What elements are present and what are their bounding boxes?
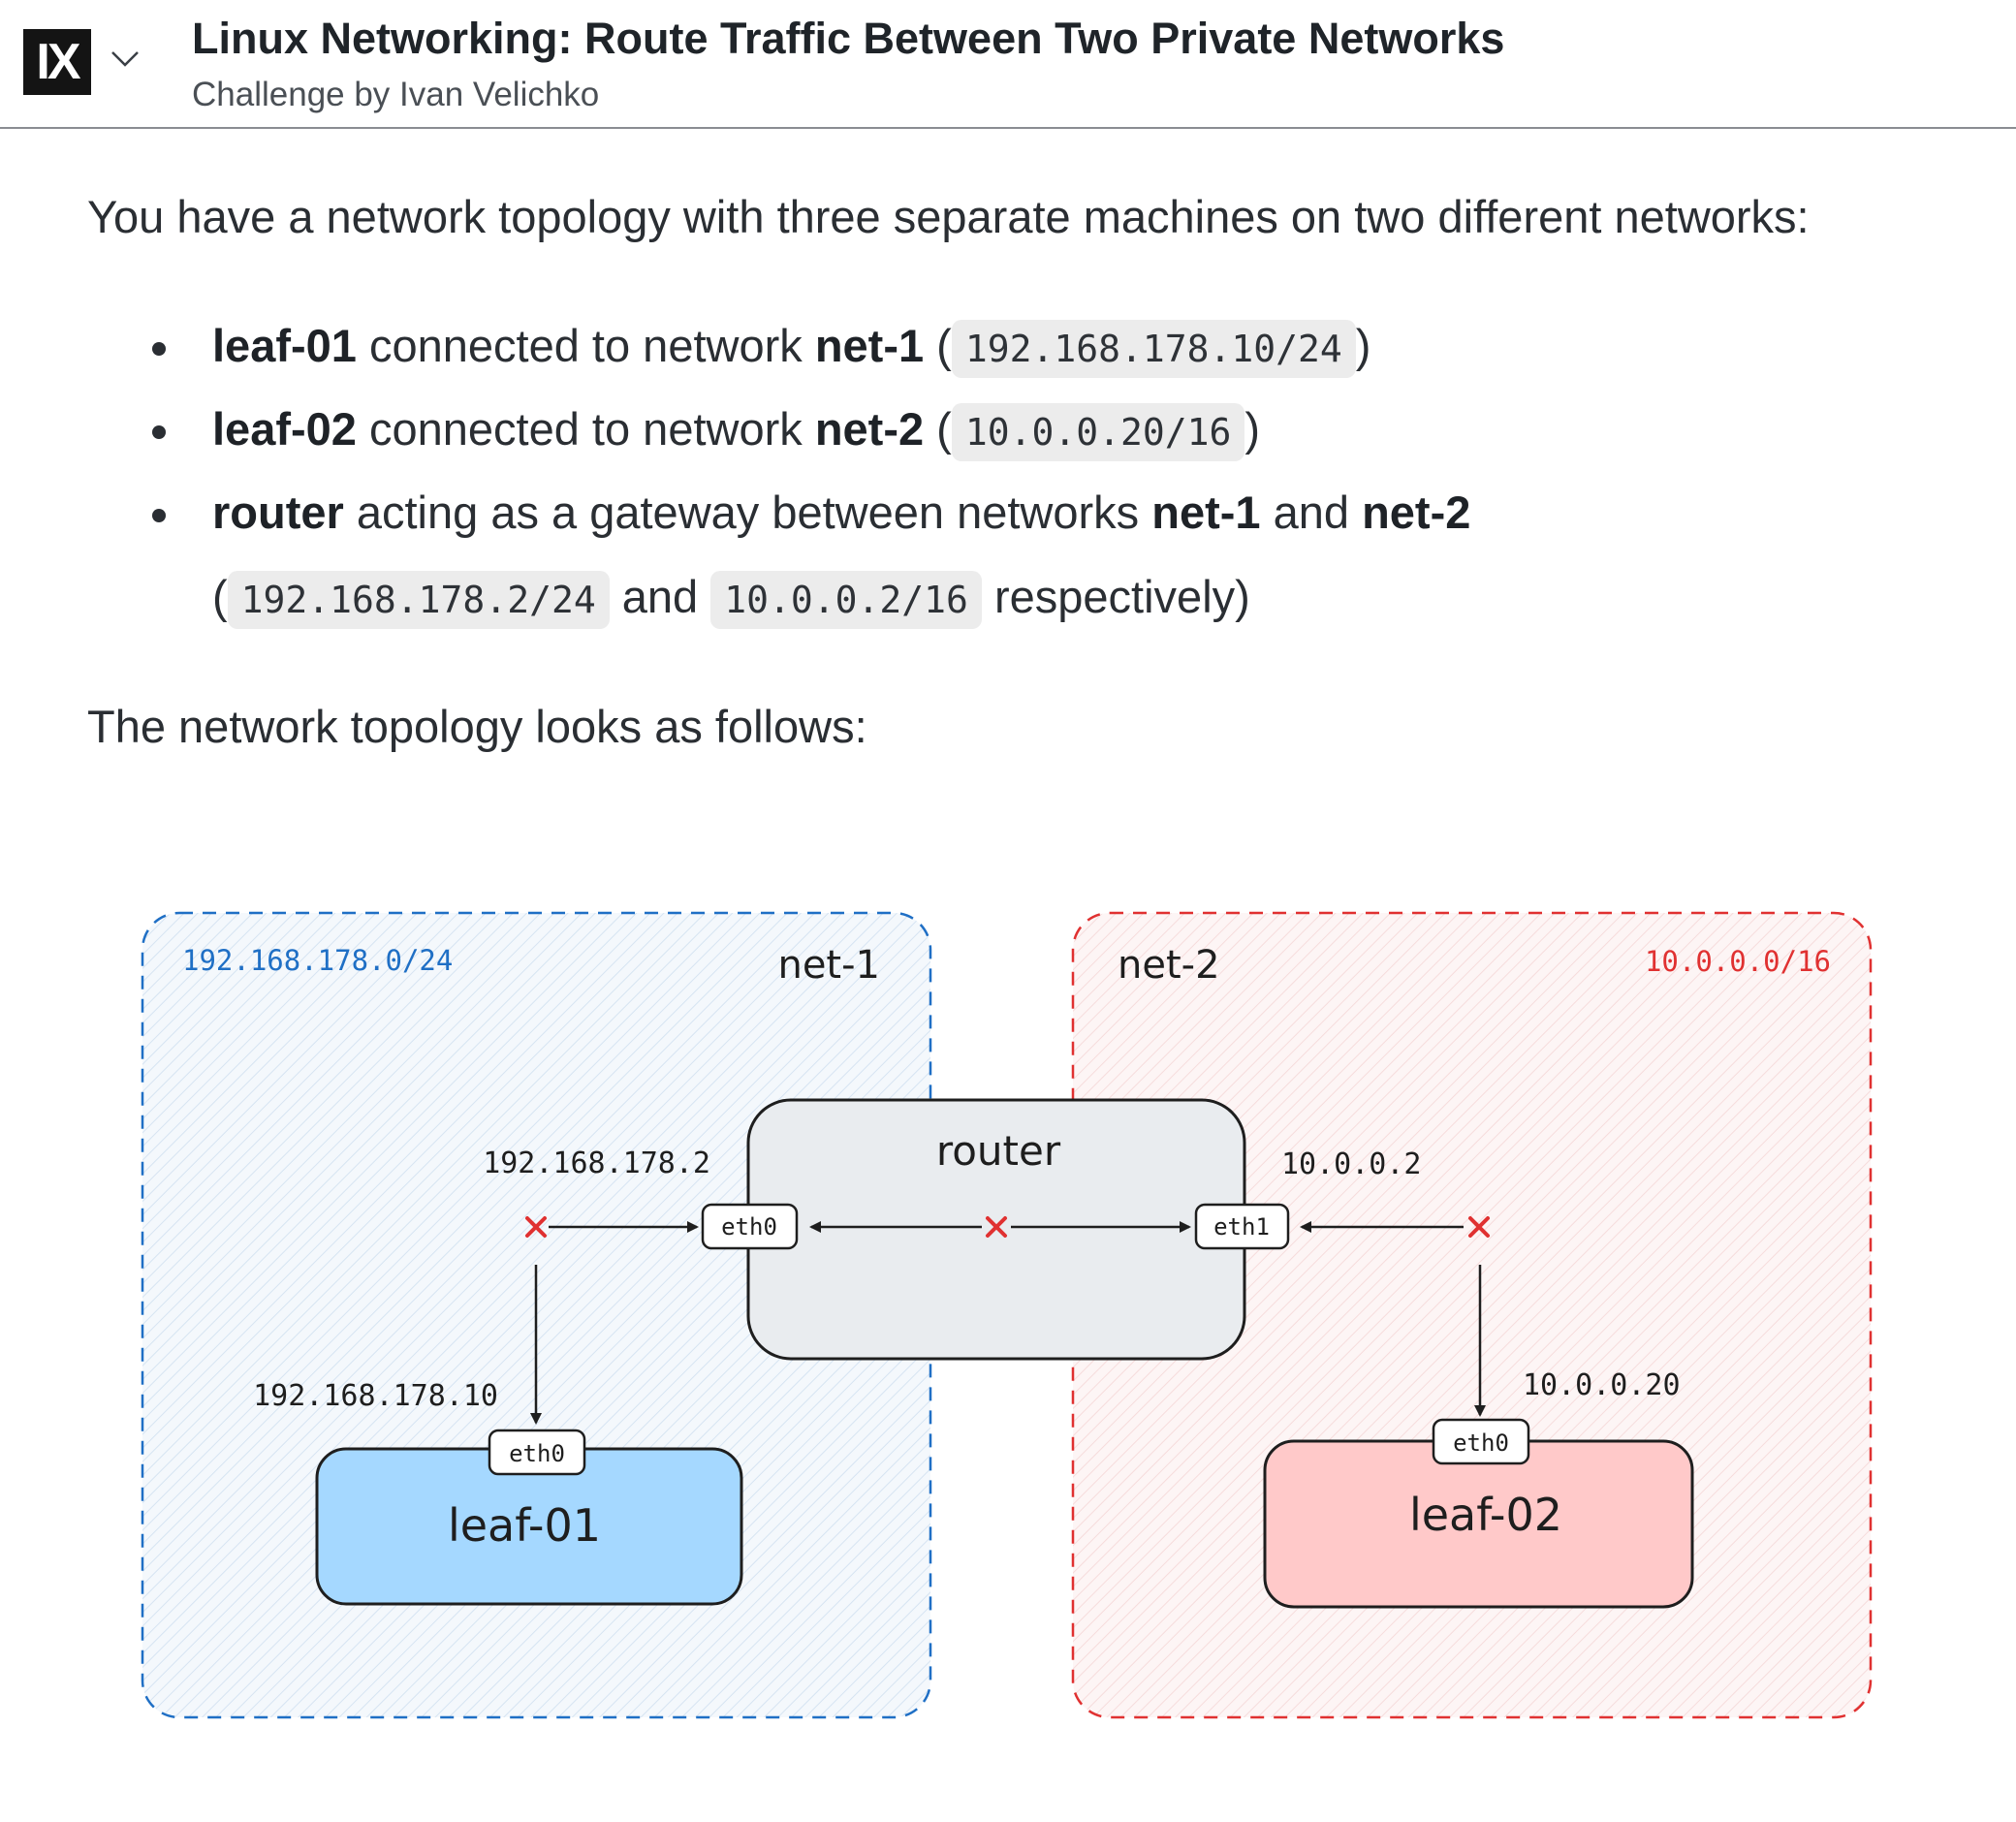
list-item: router acting as a gateway between netwo…: [212, 484, 1470, 542]
network-name: net-2: [1362, 487, 1471, 538]
machine-name: router: [212, 487, 344, 538]
leaf-01-eth0-label: eth0: [509, 1440, 565, 1467]
page-title: Linux Networking: Route Traffic Between …: [192, 14, 1505, 63]
leaf-02-ip: 10.0.0.20: [1523, 1368, 1681, 1402]
leaf-02-label: leaf-02: [1409, 1489, 1562, 1541]
network-name: net-1: [1151, 487, 1261, 538]
cidr-code: 192.168.178.2/24: [227, 571, 610, 629]
router-ip-left: 192.168.178.2: [483, 1147, 710, 1180]
cross-marker-right: [1468, 1216, 1490, 1238]
logo[interactable]: IX: [23, 29, 91, 95]
cidr-code: 192.168.178.10/24: [951, 320, 1356, 378]
net-1-label: net-1: [777, 943, 880, 988]
router-eth1-interface: eth1: [1194, 1203, 1290, 1250]
chevron-down-icon[interactable]: [109, 47, 142, 70]
item-text: respectively): [981, 571, 1250, 622]
and-text: and: [609, 571, 711, 622]
router-ip-right: 10.0.0.2: [1281, 1147, 1422, 1181]
leaf-02-eth0-label: eth0: [1453, 1429, 1509, 1457]
cross-marker-center: [986, 1216, 1007, 1238]
bullet-dot: [152, 342, 166, 356]
router-eth1-label: eth1: [1213, 1213, 1270, 1241]
net-2-label: net-2: [1118, 943, 1220, 988]
and-text: and: [1260, 487, 1363, 538]
net-1-cidr: 192.168.178.0/24: [182, 944, 453, 977]
list-item: leaf-02 connected to network net-2 (10.0…: [212, 400, 1260, 461]
item-text: connected to network: [356, 403, 815, 455]
followup-paragraph: The network topology looks as follows:: [87, 701, 867, 752]
machine-name: leaf-01: [212, 320, 357, 371]
net-2-cidr: 10.0.0.0/16: [1645, 945, 1831, 978]
network-name: net-1: [814, 320, 925, 371]
intro-paragraph: You have a network topology with three s…: [87, 191, 1810, 242]
cidr-code: 10.0.0.20/16: [951, 403, 1245, 461]
bullet-dot: [152, 425, 166, 439]
paren-open: (: [924, 320, 952, 371]
list-item: leaf-01 connected to network net-1 (192.…: [212, 317, 1370, 378]
page-subtitle: Challenge by Ivan Velichko: [192, 76, 600, 113]
paren-close: ): [1244, 403, 1261, 455]
router-label: router: [936, 1127, 1061, 1175]
leaf-01-node: leaf-01 eth0: [315, 1429, 743, 1606]
machine-name: leaf-02: [212, 403, 357, 455]
list-item-continuation: (192.168.178.2/24 and 10.0.0.2/16 respec…: [212, 568, 1250, 629]
leaf-01-label: leaf-01: [448, 1499, 601, 1552]
cidr-code: 10.0.0.2/16: [710, 571, 982, 629]
paren-open: (: [924, 403, 952, 455]
network-topology-diagram: 192.168.178.0/24 net-1 net-2 10.0.0.0/16…: [141, 911, 1873, 1719]
leaf-01-ip: 192.168.178.10: [253, 1379, 498, 1413]
cross-marker-left: [525, 1216, 547, 1238]
router-eth0-label: eth0: [721, 1213, 777, 1241]
network-name: net-2: [814, 403, 925, 455]
item-text: acting as a gateway between networks: [343, 487, 1152, 538]
leaf-02-node: leaf-02 eth0: [1263, 1418, 1694, 1609]
paren-open: (: [212, 571, 228, 622]
router-eth0-interface: eth0: [701, 1203, 799, 1250]
bullet-dot: [152, 509, 166, 522]
item-text: connected to network: [356, 320, 815, 371]
header: IX Linux Networking: Route Traffic Betwe…: [0, 0, 2016, 129]
paren-close: ): [1355, 320, 1371, 371]
